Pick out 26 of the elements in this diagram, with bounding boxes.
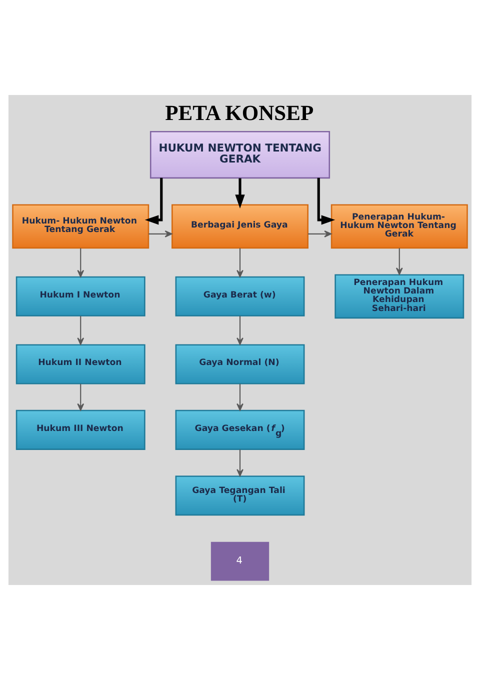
arrow <box>144 177 163 224</box>
node-box: Hukum I Newton <box>16 276 146 316</box>
arrow <box>148 230 172 237</box>
node-box: Gaya Berat (w) <box>175 276 305 316</box>
node-box: Penerapan Hukum Newton Dalam Kehidupan Sehari-hari <box>334 274 464 318</box>
node-box: Gaya Tegangan Tali (T) <box>175 475 305 516</box>
label: 4 <box>236 555 242 566</box>
node-box: Hukum II Newton <box>16 344 146 384</box>
arrow <box>308 230 332 237</box>
arrow <box>236 449 244 476</box>
arrow <box>236 316 244 344</box>
node-box: Hukum III Newton <box>16 409 146 450</box>
arrow <box>317 177 336 224</box>
arrow <box>77 248 84 277</box>
node-box: Hukum- Hukum Newton Tentang Gerak <box>12 204 150 248</box>
arrow <box>236 248 244 277</box>
node-box: Gaya Normal (N) <box>175 344 305 384</box>
node-box: Penerapan Hukum- Hukum Newton Tentang Gerak <box>330 204 468 248</box>
node-box: Berbagai Jenis Gaya <box>172 204 308 248</box>
node-box: HUKUM NEWTON TENTANG GERAK <box>150 130 330 178</box>
arrow <box>235 178 245 208</box>
arrow <box>236 383 244 410</box>
diagram-title: PETA KONSEP <box>165 100 314 124</box>
arrow <box>77 316 84 344</box>
arrow <box>396 248 403 274</box>
arrow <box>77 383 84 410</box>
